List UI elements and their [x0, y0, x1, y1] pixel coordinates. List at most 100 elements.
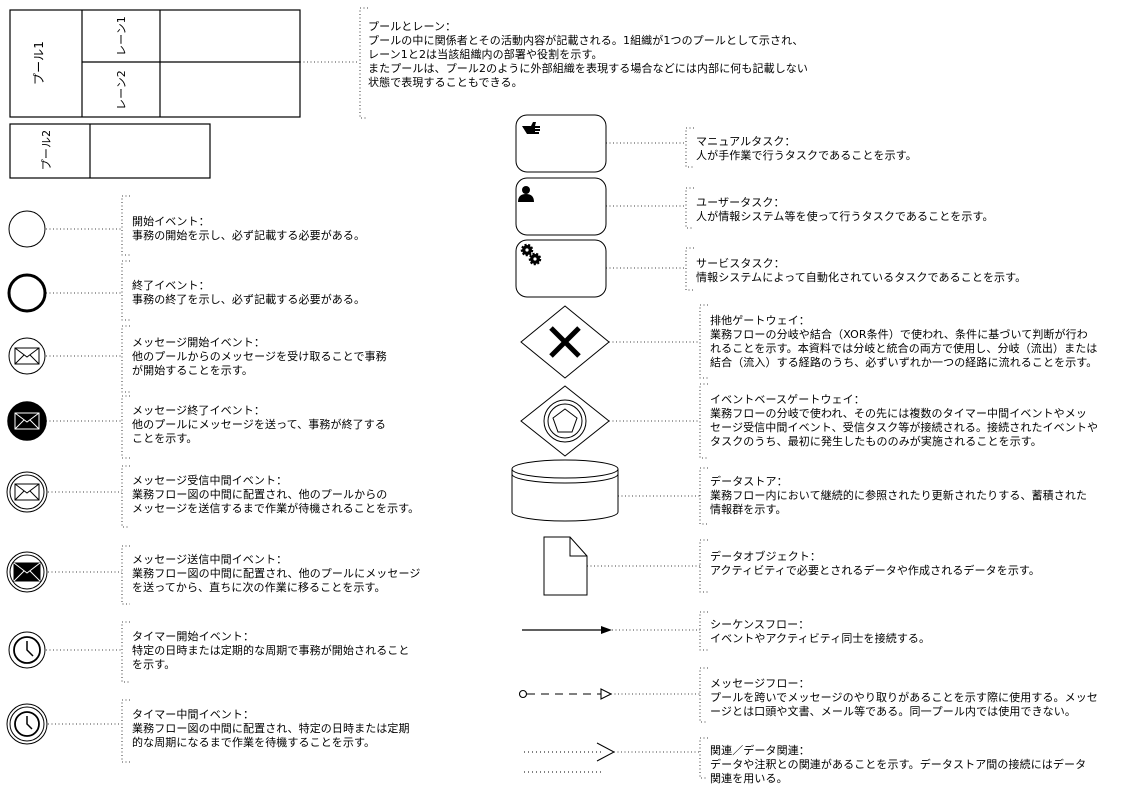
- annotation-line: 事務の終了を示し、必ず記載する必要がある。: [132, 293, 366, 306]
- annotation-line: 特定の日時または定期的な周期で事務が開始されること: [132, 644, 410, 657]
- pool1-label: プール1: [32, 40, 46, 86]
- annotation-title: マニュアルタスク：: [696, 135, 796, 148]
- annotation-title: データオブジェクト：: [710, 550, 821, 563]
- annotation-line: レーン1と2は当該組織内の部署や役割を示す。: [368, 48, 603, 61]
- annotation-line: 情報システムによって自動化されているタスクであることを示す。: [696, 271, 1027, 284]
- message-end-event-icon: [7, 401, 47, 441]
- annotation-title: イベントベースゲートウェイ：: [710, 393, 865, 406]
- annotation-line: 事務の開始を示し、必ず記載する必要がある。: [132, 229, 366, 242]
- annotation-line: イベントやアクティビティ同士を接続する。: [710, 632, 931, 645]
- end-event-icon: [7, 273, 47, 313]
- annotation-title: メッセージ受信中間イベント：: [132, 474, 288, 487]
- sequence-flow-icon: [522, 626, 612, 634]
- annotation-title: タイマー開始イベント：: [132, 630, 255, 643]
- message-catch-event-icon: [6, 471, 48, 513]
- annotation-title: 開始イベント：: [132, 215, 210, 228]
- annotation-line: が開始することを示す。: [132, 364, 253, 377]
- annotation-line: タスクのうち、最初に発生したもののみが実施されることを示す。: [710, 435, 1042, 448]
- annotation-line: メッセージを送信するまで作業が待機されることを示す。: [132, 502, 420, 515]
- annotation-line: 業務フローの分岐で使われ、その先には複数のタイマー中間イベントやメッ: [710, 407, 1087, 420]
- pool2-label: プール2: [40, 129, 53, 171]
- timer-start-event-icon: [8, 631, 46, 669]
- annotation-brackets: [121, 7, 708, 779]
- annotation-title: メッセージフロー：: [710, 677, 810, 690]
- annotation-title: サービスタスク：: [696, 257, 785, 270]
- data-store-icon: [511, 459, 619, 522]
- annotation-line: 業務フローの分岐や結合（XOR条件）で使われ、条件に基づいて判断が行わ: [710, 328, 1088, 341]
- annotation-title: 終了イベント：: [132, 279, 210, 292]
- timer-intermediate-annotation: タイマー中間イベント：業務フロー図の中間に配置され、特定の日時または定期的な周期…: [132, 708, 410, 750]
- annotation-title: メッセージ終了イベント：: [132, 404, 265, 417]
- user-task-icon: [515, 177, 607, 236]
- annotation-line: 状態で表現することもできる。: [368, 76, 523, 89]
- data-object-annotation: データオブジェクト：アクティビティで必要とされるデータや作成されるデータを示す。: [710, 550, 1040, 578]
- annotation-line: 人が情報システム等を使って行うタスクであることを示す。: [696, 210, 994, 223]
- event-gateway-annotation: イベントベースゲートウェイ：業務フローの分岐で使われ、その先には複数のタイマー中…: [710, 393, 1098, 449]
- message-start-event-icon: [8, 337, 46, 375]
- annotation-line: 的な周期になるまで作業を待機することを示す。: [132, 736, 376, 749]
- annotation-line: 他のプールからのメッセージを受け取ることで事務: [132, 350, 387, 363]
- annotation-title: メッセージ送信中間イベント：: [132, 553, 288, 566]
- annotation-line: れることを示す。本資料では分岐と統合の両方で使用し、分岐（流出）または: [710, 342, 1098, 355]
- message-flow-annotation: メッセージフロー：プールを跨いでメッセージのやり取りがあることを示す際に使用する…: [710, 677, 1098, 719]
- timer-start-annotation: タイマー開始イベント：特定の日時または定期的な周期で事務が開始されることを示す。: [132, 630, 410, 672]
- annotation-line: 結合（流入）する経路のうち、必ずいずれか一つの経路に流れることを示す。: [710, 356, 1098, 369]
- xor-gateway-icon: [520, 305, 610, 379]
- annotation-line: ことを示す。: [132, 432, 198, 445]
- annotation-line: アクティビティで必要とされるデータや作成されるデータを示す。: [710, 564, 1041, 577]
- timer-intermediate-event-icon: [6, 703, 48, 745]
- annotation-line: 業務フロー図の中間に配置され、特定の日時または定期: [132, 722, 410, 735]
- lane1-label: レーン1: [115, 16, 128, 56]
- annotation-title: 関連／データ関連：: [710, 744, 810, 757]
- event-gateway-icon: [520, 385, 610, 457]
- annotation-line: 業務フロー内において継続的に参照されたり更新されたりする、蓄積された: [710, 489, 1088, 502]
- sequence-flow-annotation: シーケンスフロー：イベントやアクティビティ同士を接続する。: [710, 618, 930, 646]
- message-flow-icon: [518, 688, 613, 700]
- annotation-line: 業務フロー図の中間に配置され、他のプールからの: [132, 488, 388, 501]
- data-object-icon: [543, 536, 588, 596]
- annotation-line: 関連を用いる。: [710, 772, 788, 785]
- annotation-title: データストア：: [710, 475, 788, 488]
- user-task-annotation: ユーザータスク：人が情報システム等を使って行うタスクであることを示す。: [696, 196, 994, 224]
- annotation-title: ユーザータスク：: [696, 196, 785, 209]
- end-event-annotation: 終了イベント：事務の終了を示し、必ず記載する必要がある。: [132, 279, 365, 307]
- annotation-line: を示す。: [132, 658, 176, 671]
- service-task-annotation: サービスタスク：情報システムによって自動化されているタスクであることを示す。: [696, 257, 1026, 285]
- annotation-line: を送ってから、直ちに次の作業に移ることを示す。: [132, 581, 386, 594]
- annotation-line: またプールは、プール2のように外部組織を表現する場合などには内部に何も記載しない: [368, 62, 808, 75]
- connector-lines: [46, 61, 700, 753]
- association-annotation: 関連／データ関連：データや注釈との関連があることを示す。データストア間の接続には…: [710, 744, 1086, 786]
- xor-gateway-annotation: 排他ゲートウェイ：業務フローの分岐や結合（XOR条件）で使われ、条件に基づいて判…: [710, 314, 1097, 370]
- message-catch-annotation: メッセージ受信中間イベント：業務フロー図の中間に配置され、他のプールからのメッセ…: [132, 474, 419, 516]
- association-icon: [524, 742, 616, 773]
- annotation-line: 情報群を示す。: [710, 503, 787, 516]
- start-event-annotation: 開始イベント：事務の開始を示し、必ず記載する必要がある。: [132, 215, 365, 243]
- message-end-annotation: メッセージ終了イベント：他のプールにメッセージを送って、事務が終了することを示す…: [132, 404, 386, 446]
- annotation-title: プールとレーン：: [368, 20, 457, 33]
- annotation-title: メッセージ開始イベント：: [132, 336, 265, 349]
- annotation-title: シーケンスフロー：: [710, 618, 810, 631]
- annotation-line: 人が手作業で行うタスクであることを示す。: [696, 149, 917, 162]
- manual-task-icon: [515, 114, 607, 173]
- manual-task-annotation: マニュアルタスク：人が手作業で行うタスクであることを示す。: [696, 135, 917, 163]
- annotation-title: 排他ゲートウェイ：: [710, 314, 810, 327]
- annotation-line: データや注釈との関連があることを示す。データストア間の接続にはデータ: [710, 758, 1087, 771]
- message-throw-annotation: メッセージ送信中間イベント：業務フロー図の中間に配置され、他のプールにメッセージ…: [132, 553, 421, 595]
- annotation-line: セージ受信中間イベント、受信タスク等が接続される。接続されたイベントや: [710, 421, 1099, 434]
- annotation-line: ージとは口頭や文書、メール等である。同一プール内では使用できない。: [710, 705, 1076, 718]
- annotation-line: プールを跨いでメッセージのやり取りがあることを示す際に使用する。メッセ: [710, 691, 1098, 704]
- pool-annotation: プールとレーン：プールの中に関係者とその活動内容が記載される。1組織が1つのプー…: [368, 20, 808, 90]
- start-event-icon: [8, 210, 46, 248]
- annotation-line: 他のプールにメッセージを送って、事務が終了する: [132, 418, 386, 431]
- annotation-line: 業務フロー図の中間に配置され、他のプールにメッセージ: [132, 567, 421, 580]
- message-start-annotation: メッセージ開始イベント：他のプールからのメッセージを受け取ることで事務が開始する…: [132, 336, 387, 378]
- annotation-title: タイマー中間イベント：: [132, 708, 255, 721]
- service-task-icon: [515, 239, 607, 298]
- pool-2: [9, 123, 211, 179]
- lane2-label: レーン2: [115, 70, 128, 110]
- data-store-annotation: データストア：業務フロー内において継続的に参照されたり更新されたりする、蓄積され…: [710, 475, 1087, 517]
- annotation-line: プールの中に関係者とその活動内容が記載される。1組織が1つのプールとして示され、: [368, 34, 804, 47]
- pool-1: [9, 9, 301, 118]
- message-throw-event-icon: [6, 551, 48, 593]
